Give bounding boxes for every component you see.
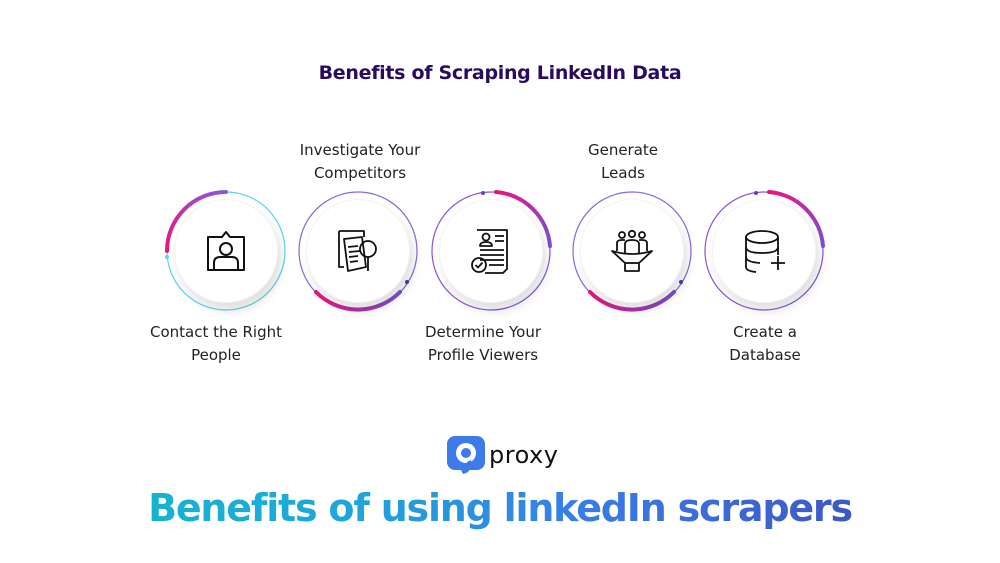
brand-logo: proxy [447, 436, 558, 474]
benefit-node-contact [161, 186, 291, 316]
contact-card-icon [207, 231, 245, 271]
icon-disc [712, 199, 816, 303]
q-logo-icon [447, 436, 485, 474]
benefit-label-contact: Contact the Right People [149, 323, 282, 364]
benefit-label-database: Create a Database [729, 323, 801, 364]
benefit-node-database [699, 186, 829, 316]
benefit-label-leads: Generate Leads [587, 141, 659, 182]
benefit-node-competitors [293, 186, 423, 316]
benefit-label-competitors: Investigate Your Competitors [299, 141, 421, 182]
benefit-label-profile-viewers: Determine Your Profile Viewers [424, 323, 542, 364]
icon-disc [174, 199, 278, 303]
database-add-icon [745, 230, 785, 273]
progress-ring [431, 190, 552, 311]
icon-disc [580, 199, 684, 303]
document-magnifier-icon [338, 230, 377, 272]
people-funnel-icon [611, 229, 653, 272]
benefit-node-leads [567, 186, 697, 316]
headline: Benefits of using linkedIn scrapers [0, 486, 1000, 530]
progress-ring [165, 190, 286, 311]
diagram-title: Benefits of Scraping LinkedIn Data [318, 62, 682, 84]
resume-check-icon [471, 229, 508, 274]
progress-ring [298, 191, 418, 312]
brand-name: proxy [489, 441, 559, 469]
progress-ring [704, 190, 825, 311]
icon-disc [439, 199, 543, 303]
progress-ring [572, 191, 692, 312]
benefit-node-profile-viewers [426, 186, 556, 316]
